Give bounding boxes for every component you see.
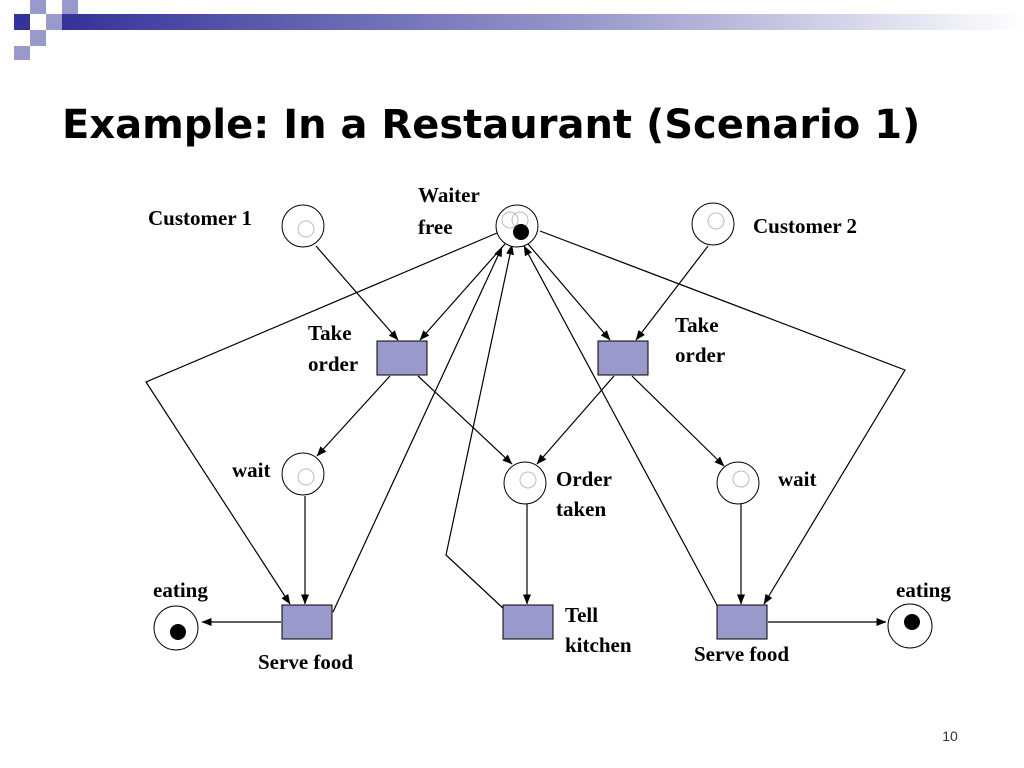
token — [904, 614, 920, 630]
transition-take-order-left — [376, 340, 428, 376]
label-take-order-right-line1: Take — [675, 313, 719, 337]
place-customer-2 — [691, 202, 735, 246]
label-serve-food-left: Serve food — [258, 650, 353, 674]
label-serve-food-right: Serve food — [694, 642, 789, 666]
place-eating-right — [887, 603, 933, 649]
arc-customer2-to-take-order-right — [635, 245, 709, 341]
arc-waiter-to-take-order-right — [527, 243, 611, 341]
header-square — [30, 0, 46, 14]
header-square — [46, 14, 62, 30]
label-waiter-free-line2: free — [418, 215, 453, 239]
header-square — [30, 30, 46, 46]
header-square — [62, 0, 78, 14]
slide-number: 10 — [942, 728, 958, 744]
token — [513, 224, 529, 240]
labels: Customer 1 Waiter free Customer 2 Take o… — [148, 183, 951, 674]
arc-serve-food-right-to-waiter — [523, 245, 719, 608]
place-waiter-free — [495, 204, 539, 248]
slide-title: Example: In a Restaurant (Scenario 1) — [62, 102, 921, 148]
label-tell-kitchen-line1: Tell — [565, 603, 598, 627]
arc-take-order-left-to-order-taken — [417, 375, 513, 465]
arc-waiter-to-take-order-left — [419, 243, 506, 341]
label-eating-right: eating — [896, 578, 951, 602]
transitions — [281, 340, 768, 640]
place-customer-1 — [281, 204, 325, 248]
transition-serve-food-left — [281, 604, 333, 640]
transition-serve-food-right — [716, 604, 768, 640]
token — [170, 624, 186, 640]
arc-serve-food-left-to-waiter — [332, 246, 503, 613]
label-take-order-left-line2: order — [308, 352, 358, 376]
arc-tell-kitchen-to-waiter — [445, 244, 514, 611]
arc-take-order-left-to-wait-left — [316, 375, 391, 457]
arc-take-order-right-to-wait-right — [631, 375, 725, 467]
header-square — [14, 14, 30, 30]
label-take-order-right-line2: order — [675, 343, 725, 367]
header-gradient-bar — [62, 14, 1024, 30]
place-order-taken — [503, 461, 547, 505]
label-waiter-free-line1: Waiter — [418, 183, 480, 207]
label-order-taken-line1: Order — [556, 467, 612, 491]
label-wait-right: wait — [778, 467, 817, 491]
transition-tell-kitchen — [502, 604, 554, 640]
arc-waiter-to-serve-food-left — [145, 232, 498, 605]
label-take-order-left-line1: Take — [308, 321, 352, 345]
place-wait-left — [281, 452, 325, 496]
label-customer-1: Customer 1 — [148, 206, 252, 230]
arc-waiter-to-serve-food-right — [539, 230, 906, 605]
label-customer-2: Customer 2 — [753, 214, 857, 238]
arcs — [145, 230, 906, 626]
label-tell-kitchen-line2: kitchen — [565, 633, 632, 657]
transition-take-order-right — [597, 340, 649, 376]
place-wait-right — [716, 461, 760, 505]
label-order-taken-line2: taken — [556, 497, 606, 521]
header-decoration — [14, 0, 1024, 60]
place-eating-left — [153, 605, 199, 651]
label-wait-left: wait — [232, 458, 271, 482]
places — [153, 202, 933, 651]
label-eating-left: eating — [153, 578, 208, 602]
header-square — [14, 46, 30, 60]
arc-take-order-right-to-order-taken — [536, 375, 615, 465]
